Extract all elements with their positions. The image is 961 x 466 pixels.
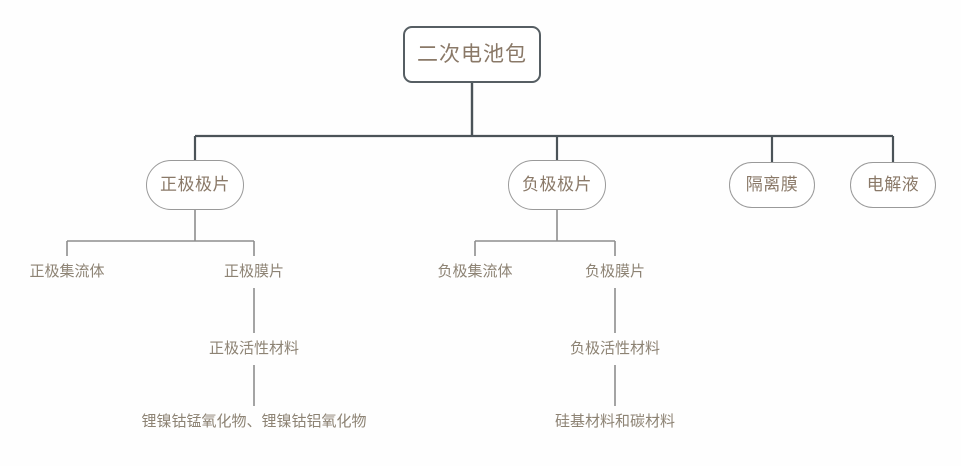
node-root-label: 二次电池包 — [417, 42, 527, 66]
node-anode-electrode-label: 负极极片 — [522, 174, 592, 195]
node-cathode-current-collector: 正极集流体 — [29, 262, 105, 280]
node-cathode-electrode[interactable]: 正极极片 — [146, 160, 244, 210]
node-cathode-active-material: 正极活性材料 — [208, 339, 300, 357]
node-anode-electrode[interactable]: 负极极片 — [508, 160, 606, 210]
node-cathode-electrode-label: 正极极片 — [160, 174, 230, 195]
node-electrolyte-label: 电解液 — [866, 174, 920, 195]
node-anode-current-collector: 负极集流体 — [437, 262, 513, 280]
node-anode-film: 负极膜片 — [584, 262, 646, 280]
node-anode-active-material: 负极活性材料 — [569, 339, 661, 357]
node-cathode-material-list: 锂镍钴锰氧化物、锂镍钴铝氧化物 — [141, 412, 367, 430]
node-root-battery-pack[interactable]: 二次电池包 — [403, 26, 541, 83]
node-separator[interactable]: 隔离膜 — [729, 162, 815, 208]
node-anode-material-list: 硅基材料和碳材料 — [554, 412, 676, 430]
node-cathode-film: 正极膜片 — [223, 262, 285, 280]
node-electrolyte[interactable]: 电解液 — [850, 162, 936, 208]
node-separator-label: 隔离膜 — [745, 174, 799, 195]
